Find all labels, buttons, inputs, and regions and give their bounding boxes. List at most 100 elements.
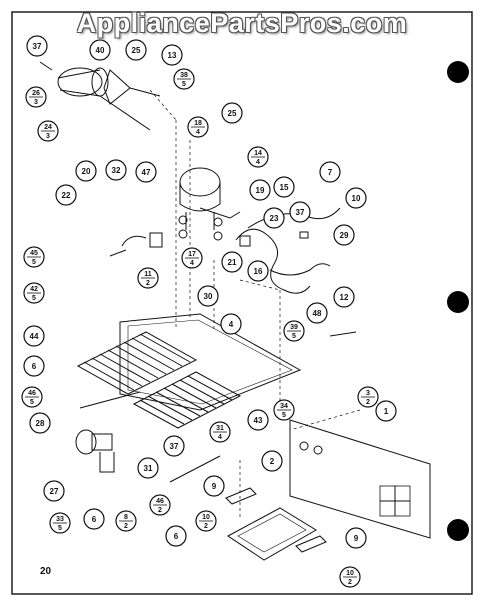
callout-balloon: 9 xyxy=(203,475,225,497)
callout-balloon: 37 xyxy=(26,35,48,57)
callout-part-number: 48 xyxy=(313,309,322,318)
callout-part-number: 10 xyxy=(346,570,354,577)
callout-circle xyxy=(306,302,328,324)
callout-balloon: 37 xyxy=(163,435,185,457)
callout-page-ref: 2 xyxy=(124,523,128,530)
callout-circle xyxy=(55,184,77,206)
callout-page-ref: 5 xyxy=(292,333,296,340)
callout-balloon: 243 xyxy=(37,120,59,142)
callout-balloon: 23 xyxy=(263,207,285,229)
callout-balloon: 20 xyxy=(75,160,97,182)
page-number: 20 xyxy=(40,566,52,577)
callout-part-number: 37 xyxy=(170,442,179,451)
callout-circle xyxy=(221,251,243,273)
callout-circle xyxy=(333,286,355,308)
callout-balloon: 1 xyxy=(375,400,397,422)
callout-balloon: 4 xyxy=(220,313,242,335)
callout-part-number: 9 xyxy=(354,534,359,543)
callout-balloon: 30 xyxy=(197,285,219,307)
callout-part-number: 40 xyxy=(96,46,105,55)
callout-balloon: 15 xyxy=(273,176,295,198)
callout-balloon: 385 xyxy=(173,68,195,90)
callout-part-number: 39 xyxy=(290,324,298,331)
callout-balloon: 22 xyxy=(55,184,77,206)
relay-bracket xyxy=(109,232,163,257)
callout-circle xyxy=(137,457,159,479)
callout-part-number: 31 xyxy=(216,425,224,432)
callout-circle xyxy=(319,161,341,183)
callout-part-number: 42 xyxy=(30,286,38,293)
callout-part-number: 12 xyxy=(340,293,349,302)
callout-balloon: 25 xyxy=(221,102,243,124)
callout-balloon: 43 xyxy=(247,409,269,431)
callout-page-ref: 4 xyxy=(218,434,222,441)
callout-part-number: 1 xyxy=(384,407,389,416)
callout-page-ref: 5 xyxy=(182,81,186,88)
callout-circle xyxy=(23,355,45,377)
callout-balloon: 32 xyxy=(105,159,127,181)
callout-circle xyxy=(220,313,242,335)
callout-balloon: 425 xyxy=(23,282,45,304)
callout-part-number: 17 xyxy=(188,251,196,258)
compressor xyxy=(179,167,241,230)
callout-part-number: 29 xyxy=(340,231,349,240)
callout-part-number: 8 xyxy=(124,514,128,521)
callout-part-number: 44 xyxy=(30,332,39,341)
callout-page-ref: 2 xyxy=(146,280,150,287)
callout-page-ref: 5 xyxy=(32,259,36,266)
callout-part-number: 32 xyxy=(112,166,121,175)
callout-part-number: 13 xyxy=(168,51,177,60)
callout-balloon: 28 xyxy=(29,412,51,434)
callout-balloon: 25 xyxy=(125,39,147,61)
callout-part-number: 18 xyxy=(194,120,202,127)
callout-circle xyxy=(375,400,397,422)
callout-page-ref: 2 xyxy=(366,399,370,406)
callout-balloon: 21 xyxy=(221,251,243,273)
callout-part-number: 31 xyxy=(144,464,153,473)
callout-circle xyxy=(26,35,48,57)
callout-balloon: 16 xyxy=(247,260,269,282)
binder-hole xyxy=(447,61,469,83)
callout-balloon: 12 xyxy=(333,286,355,308)
callout-circle xyxy=(345,527,367,549)
callout-balloon: 13 xyxy=(161,44,183,66)
callout-circle xyxy=(289,201,311,223)
callout-part-number: 37 xyxy=(296,208,305,217)
callout-part-number: 23 xyxy=(270,214,279,223)
callout-balloon: 102 xyxy=(195,510,217,532)
callout-circle xyxy=(165,525,187,547)
callout-part-number: 37 xyxy=(33,42,42,51)
callout-part-number: 26 xyxy=(32,90,40,97)
callout-part-number: 19 xyxy=(256,186,265,195)
watermark-logo: AppliancePartsPros.com xyxy=(76,8,408,38)
callout-page-ref: 3 xyxy=(34,99,38,106)
callout-circle xyxy=(333,224,355,246)
callout-part-number: 24 xyxy=(44,124,52,131)
callout-circle xyxy=(125,39,147,61)
callout-circle xyxy=(203,475,225,497)
callout-circle xyxy=(89,39,111,61)
callout-balloon: 6 xyxy=(23,355,45,377)
callout-page-ref: 2 xyxy=(348,579,352,586)
callout-circle xyxy=(23,325,45,347)
callout-part-number: 46 xyxy=(28,390,36,397)
callout-balloon: 29 xyxy=(333,224,355,246)
base-pan xyxy=(119,313,302,411)
callout-circle xyxy=(221,102,243,124)
callout-circle xyxy=(161,44,183,66)
callout-part-number: 4 xyxy=(229,320,234,329)
callout-balloon: 7 xyxy=(319,161,341,183)
binder-hole xyxy=(447,519,469,541)
callout-balloon: 462 xyxy=(149,494,171,516)
callout-part-number: 28 xyxy=(36,419,45,428)
callout-part-number: 45 xyxy=(30,250,38,257)
callout-balloon: 174 xyxy=(181,247,203,269)
callout-balloon: 455 xyxy=(23,246,45,268)
callout-circle xyxy=(43,480,65,502)
callout-circle xyxy=(345,187,367,209)
callout-balloon: 19 xyxy=(249,179,271,201)
page-border xyxy=(11,11,473,595)
callout-balloon: 184 xyxy=(187,116,209,138)
callout-circle xyxy=(261,450,283,472)
callout-circle xyxy=(29,412,51,434)
